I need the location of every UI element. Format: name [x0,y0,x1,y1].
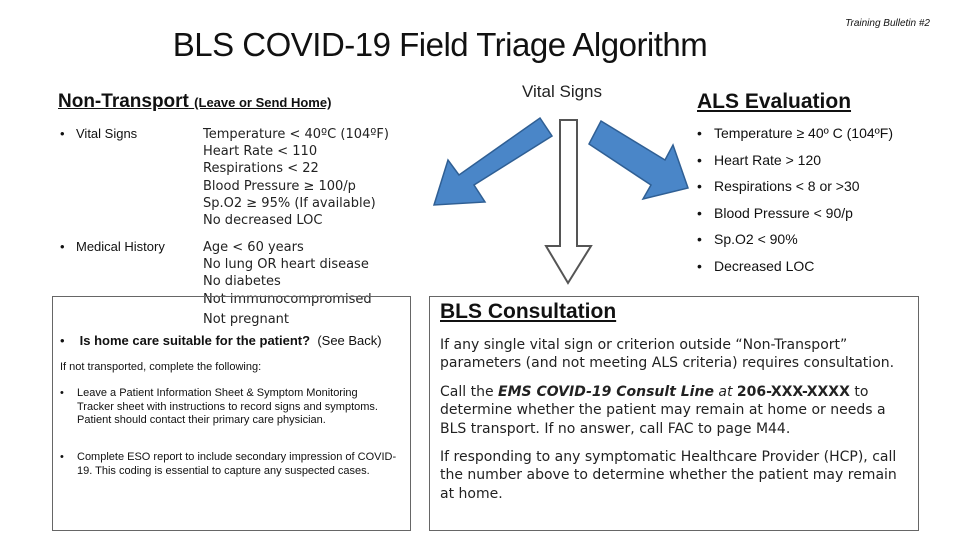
criterion-item: No lung OR heart disease [203,257,369,273]
vital-signs-label: Vital Signs [60,126,137,141]
bls-paragraph-hcp: If responding to any symptomatic Healthc… [440,449,897,502]
list-item: •Respirations < 8 or >30 [697,178,860,194]
call-text-a: Call the [440,384,499,400]
arrow-to-als-icon [588,119,689,201]
page-title: BLS COVID-19 Field Triage Algorithm [172,26,708,63]
vital-signs-heading: Vital Signs [522,82,603,101]
bls-consultation-box [429,296,919,531]
list-item: •Decreased LOC [697,257,815,274]
call-text-b: to determine whether the patient may rem… [440,384,886,437]
criterion-item: Sp.O2 ≥ 95% (If available) [203,195,376,211]
consult-phone-number: 206-XXX-XXXX [736,384,850,400]
arrow-to-bls-consult-icon [544,119,593,285]
instruction-text: Leave a Patient Information Sheet & Symp… [77,387,378,426]
bls-consultation-title: BLS Consultation [440,300,617,323]
criterion-item: Heart Rate < 110 [203,144,318,160]
non-transport-title: Non-Transport [58,91,189,112]
medical-history-label: Medical History [60,239,165,254]
criterion-item: No decreased LOC [203,213,323,229]
call-text-at: at [713,384,737,400]
vital-signs-criteria: Temperature < 40ºC (104ºF) Heart Rate < … [203,126,389,229]
medical-history-criteria: Age < 60 years No lung OR heart disease … [203,239,372,328]
non-transport-heading: Non-Transport (Leave or Send Home) [58,91,331,113]
if-not-transported-label: If not transported, complete the followi… [60,361,262,373]
criterion-item: No diabetes [203,274,281,290]
non-transport-subtitle: (Leave or Send Home) [194,95,332,110]
als-criterion: Blood Pressure < 90/p [714,204,853,221]
list-item: •Sp.O2 < 90% [697,231,798,247]
als-criterion: Respirations < 8 or >30 [714,178,860,194]
non-transport-box [52,296,411,531]
als-criterion: Sp.O2 < 90% [714,231,798,247]
instruction-item: •Leave a Patient Information Sheet & Sym… [60,387,390,428]
criterion-item: Not immunocompromised [203,291,372,307]
arrow-to-non-transport-icon [432,116,554,206]
home-care-question-text: Is home care suitable for the patient? [79,333,311,348]
home-care-note: (See Back) [317,333,382,348]
criterion-item: Temperature < 40ºC (104ºF) [203,127,389,142]
list-item: •Blood Pressure < 90/p [697,204,853,221]
criterion-item: Not pregnant [203,311,290,327]
criterion-item: Age < 60 years [203,240,304,255]
instruction-item: •Complete ESO report to include secondar… [60,451,400,478]
bls-paragraph-call: Call the EMS COVID-19 Consult Line at 20… [440,383,910,438]
bls-consultation-heading: BLS Consultation [440,300,616,324]
als-criterion: Decreased LOC [714,257,815,274]
als-criteria-list: •Temperature ≥ 40º C (104ºF) •Heart Rate… [697,125,893,284]
als-evaluation-heading: ALS Evaluation [697,90,851,114]
list-item: •Temperature ≥ 40º C (104ºF) [697,125,893,141]
instruction-text: Complete ESO report to include secondary… [77,451,397,477]
als-criterion: Heart Rate > 120 [714,151,822,168]
criterion-item: Respirations < 22 [203,161,319,177]
als-evaluation-title: ALS Evaluation [697,90,852,113]
criterion-item: Blood Pressure ≥ 100/p [203,178,356,194]
list-item: •Heart Rate > 120 [697,151,822,168]
consult-line-name: EMS COVID-19 Consult Line [498,384,714,400]
als-criterion: Temperature ≥ 40º C (104ºF) [714,125,893,141]
home-care-question: Is home care suitable for the patient? (… [60,333,382,348]
training-bulletin-label: Training Bulletin #2 [845,18,930,29]
bls-paragraph-consult: If any single vital sign or criterion ou… [440,337,895,372]
